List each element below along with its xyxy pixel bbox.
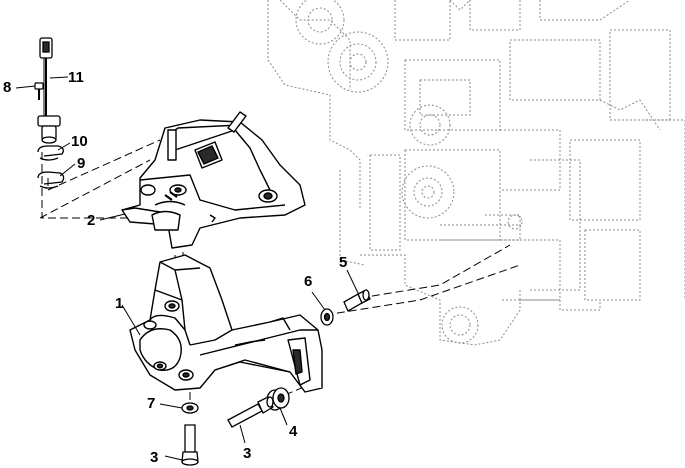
part-3-bolt-vertical [181, 424, 199, 466]
callout-4: 4 [289, 423, 298, 440]
part-5-bolt [343, 289, 371, 312]
part-6-washer [320, 308, 334, 326]
part-3-bolt-angled [227, 396, 274, 428]
part-9-clip [37, 171, 65, 189]
callout-5: 5 [339, 254, 348, 271]
callout-1: 1 [115, 295, 124, 312]
callout-9: 9 [77, 155, 86, 172]
callout-10: 10 [71, 133, 88, 150]
callout-6: 6 [304, 273, 313, 290]
callout-3-angled-bolt: 3 [243, 445, 252, 462]
part-2-upper-bracket [121, 111, 306, 249]
callout-leaders [15, 76, 359, 461]
part-10-clip [37, 145, 64, 161]
callout-8: 8 [3, 79, 12, 96]
part-8-screw [34, 82, 44, 100]
callout-11: 11 [68, 69, 84, 86]
part-11-sensor [37, 37, 61, 144]
callout-2: 2 [87, 212, 96, 229]
callout-3-vertical-bolt: 3 [150, 449, 159, 466]
callout-7: 7 [147, 395, 156, 412]
part-1-main-bracket [129, 254, 323, 393]
engine-ghost-outline [267, 0, 685, 346]
part-7-washer [181, 402, 199, 414]
